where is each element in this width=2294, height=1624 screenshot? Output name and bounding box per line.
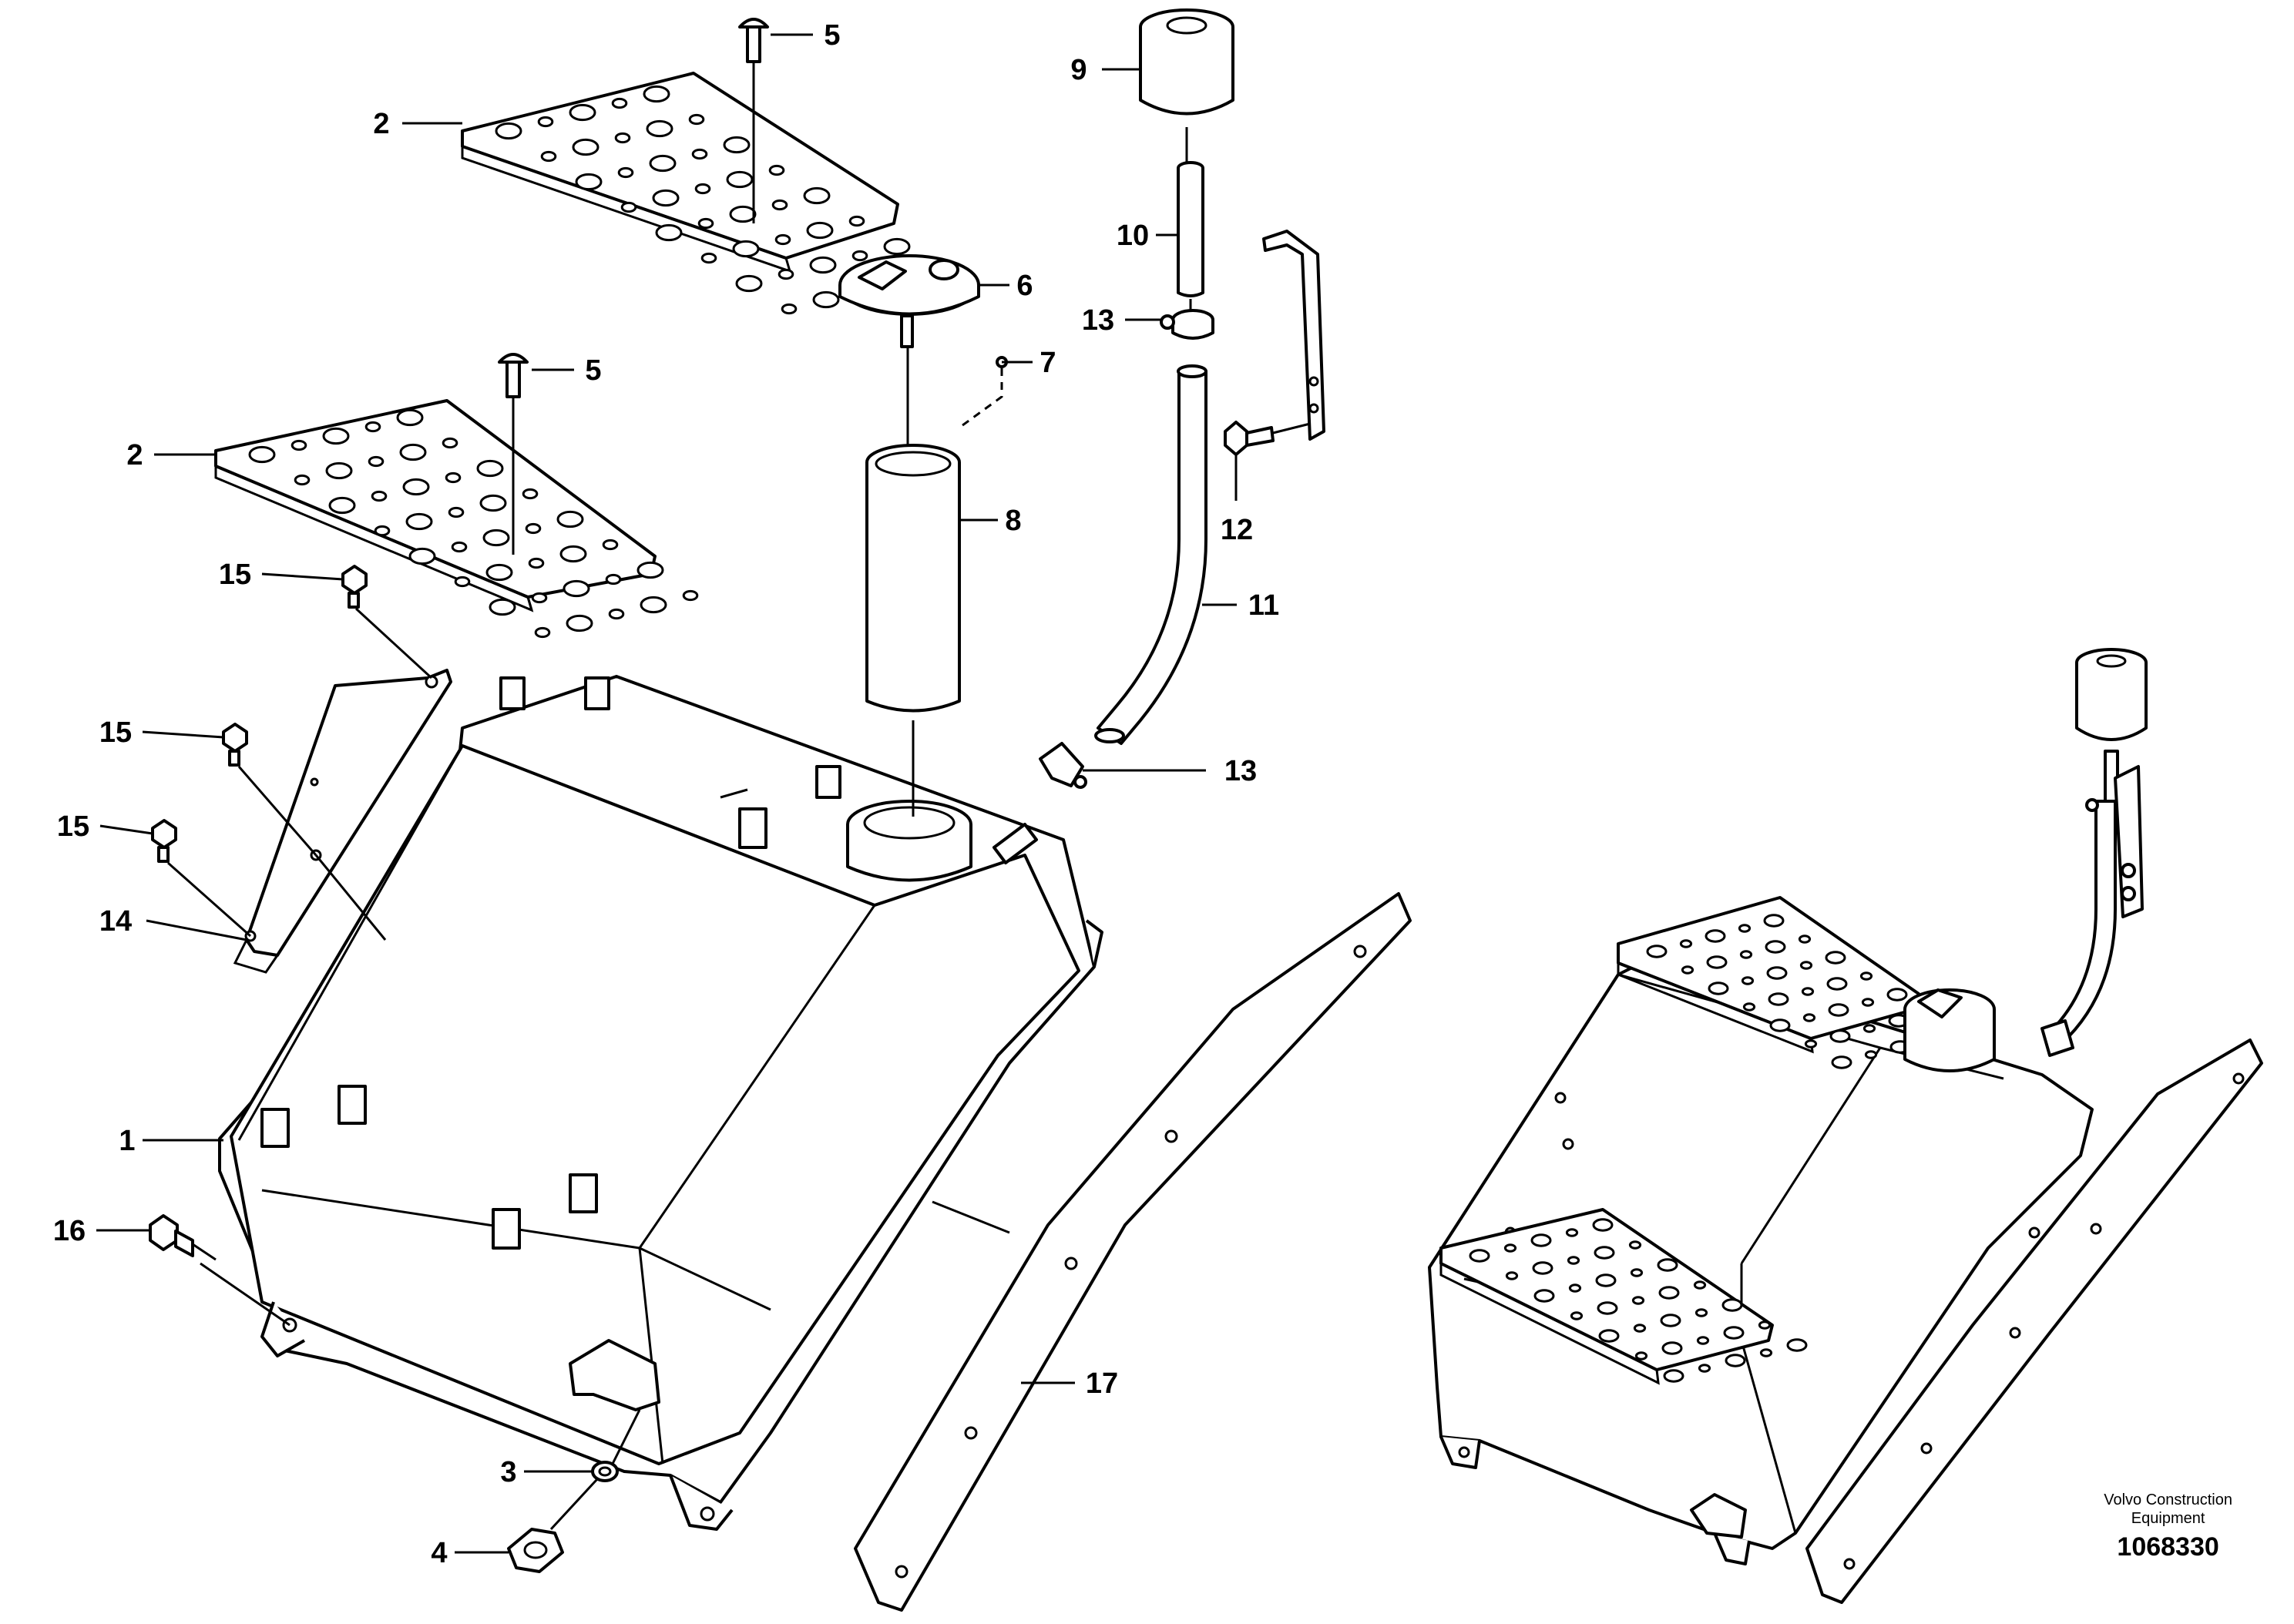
step-plate-part-2-upper <box>461 72 945 315</box>
callout-2-lower: 2 <box>126 439 143 471</box>
figure-code: 1068330 <box>2117 1532 2219 1562</box>
callout-17: 17 <box>1086 1367 1118 1400</box>
screw-part-7 <box>959 356 1008 429</box>
manufacturer-line-2: Equipment <box>2131 1510 2205 1527</box>
screw-part-15-a <box>341 565 433 679</box>
manufacturer-line-1: Volvo Construction <box>2104 1491 2232 1508</box>
callout-1: 1 <box>119 1125 135 1157</box>
callout-14: 14 <box>99 905 132 938</box>
assembled-view <box>1428 648 2263 1604</box>
callout-15-a: 15 <box>219 559 251 591</box>
callout-7: 7 <box>1040 347 1056 379</box>
figure-credit: Volvo Construction Equipment 1068330 <box>2104 1491 2232 1562</box>
callout-12: 12 <box>1221 514 1253 546</box>
fuel-tank-part-1 <box>218 675 1103 1531</box>
callout-16: 16 <box>53 1215 86 1247</box>
strainer-part-8 <box>865 347 961 817</box>
callout-3: 3 <box>500 1456 516 1488</box>
step-plate-part-2-lower <box>214 399 699 639</box>
callout-13-upper: 13 <box>1082 304 1114 337</box>
screw-part-15-c <box>151 819 251 938</box>
callout-15-c: 15 <box>57 810 89 843</box>
clamp-part-13-lower <box>1039 742 1087 789</box>
callout-10: 10 <box>1117 220 1149 252</box>
tube-part-10 <box>1177 161 1204 314</box>
screw-part-15-b <box>222 723 387 941</box>
callout-8: 8 <box>1005 505 1021 537</box>
bracket <box>1262 230 1325 441</box>
hose-part-11 <box>1094 364 1207 745</box>
washer-part-3 <box>591 1409 641 1482</box>
bolt-part-5-upper <box>738 18 769 223</box>
callout-11: 11 <box>1248 589 1279 622</box>
bolt-part-12 <box>1224 421 1311 501</box>
bolt-part-5-lower <box>498 353 529 555</box>
callout-15-b: 15 <box>99 716 132 749</box>
callout-2-upper: 2 <box>373 108 389 140</box>
callout-13-lower: 13 <box>1224 755 1257 787</box>
fender-part-17 <box>854 892 1412 1612</box>
bolt-part-16 <box>149 1214 291 1327</box>
clamp-part-13-upper <box>1160 309 1214 340</box>
callout-9: 9 <box>1070 54 1087 86</box>
drain-plug-part-4 <box>507 1478 599 1573</box>
callout-4: 4 <box>431 1537 447 1569</box>
callout-5-lower: 5 <box>585 354 601 387</box>
callout-6: 6 <box>1016 270 1033 302</box>
breather-part-9 <box>1139 8 1234 162</box>
callout-labels: 2 2 5 5 6 7 8 9 10 13 12 11 13 14 15 15 … <box>53 19 1279 1569</box>
fuel-cap-part-6 <box>838 254 980 348</box>
callout-5-upper: 5 <box>824 19 840 52</box>
leader-lines <box>96 33 1237 1554</box>
